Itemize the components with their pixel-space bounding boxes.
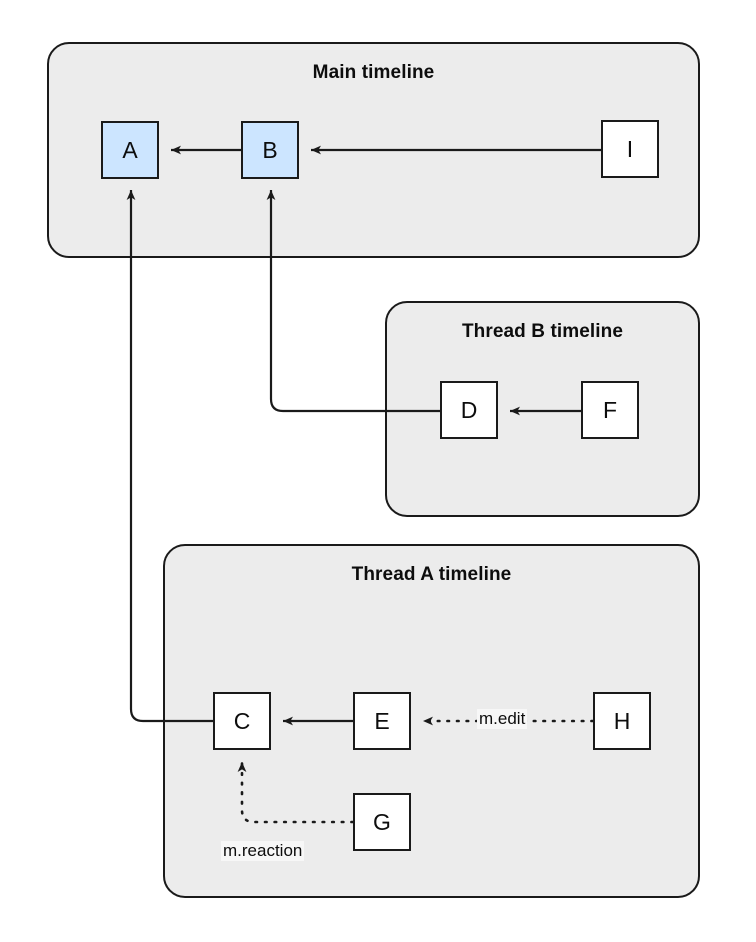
group-thread-b-timeline[interactable] (385, 301, 700, 517)
node-f-label: F (602, 396, 618, 423)
edge-c-to-a (126, 190, 213, 723)
node-h[interactable]: H (593, 692, 651, 750)
edge-d-to-b (266, 190, 440, 413)
node-f[interactable]: F (581, 381, 639, 439)
node-i[interactable]: I (601, 120, 659, 178)
group-thread-a-timeline-title: Thread A timeline (351, 564, 512, 585)
node-c-label: C (233, 707, 251, 734)
node-i-label: I (626, 135, 634, 162)
edge-label-m-edit: m.edit (477, 709, 528, 729)
node-b-label: B (262, 136, 278, 163)
node-h-label: H (613, 707, 631, 734)
node-c[interactable]: C (213, 692, 271, 750)
node-a-label: A (122, 136, 138, 163)
edge-g-to-c (237, 760, 355, 824)
node-d[interactable]: D (440, 381, 498, 439)
node-g[interactable]: G (353, 793, 411, 851)
group-thread-b-timeline-title: Thread B timeline (461, 321, 624, 342)
node-d-label: D (460, 396, 478, 423)
node-g-label: G (373, 808, 391, 835)
edge-label-m-reaction: m.reaction (221, 841, 305, 861)
node-b[interactable]: B (241, 121, 299, 179)
node-e-label: E (374, 707, 390, 734)
group-main-timeline-title: Main timeline (312, 62, 435, 83)
node-e[interactable]: E (353, 692, 411, 750)
node-a[interactable]: A (101, 121, 159, 179)
